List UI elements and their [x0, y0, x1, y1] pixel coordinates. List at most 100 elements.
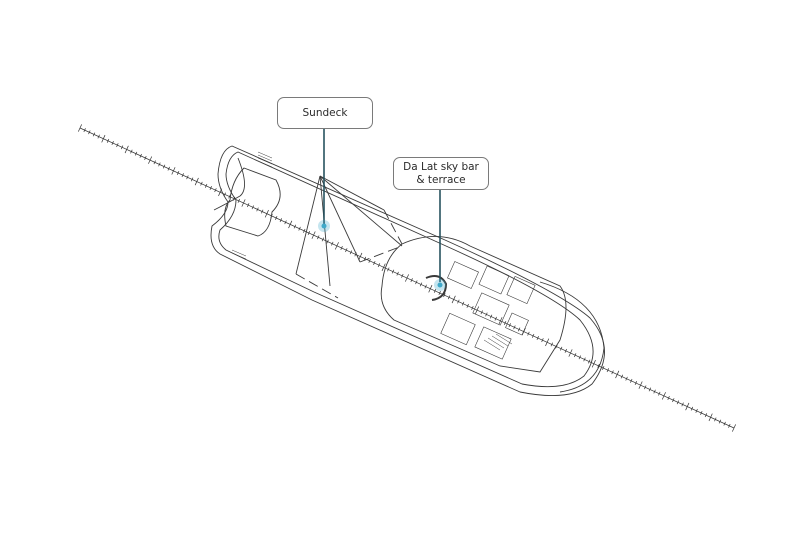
scale-tick: [396, 271, 399, 276]
scale-tick: [358, 252, 363, 261]
scale-tick: [373, 261, 376, 265]
scale-tick: [317, 235, 320, 240]
scale-tick: [391, 269, 395, 274]
scale-tick: [498, 317, 503, 325]
scale-tick: [634, 381, 638, 385]
scale-tick: [307, 231, 311, 235]
scale-tick: [508, 323, 511, 328]
scale-tick: [644, 385, 647, 390]
scale-tick: [672, 398, 675, 403]
scale-tick: [111, 141, 114, 145]
scale-tick: [653, 389, 656, 394]
scale-tick: [186, 175, 189, 180]
scale-tick: [428, 284, 433, 293]
scale-tick: [144, 156, 147, 160]
scale-tick: [648, 387, 652, 392]
scale-tick: [583, 357, 586, 362]
scale-tick: [288, 220, 293, 229]
scale-tick: [241, 199, 246, 207]
leader-lines: [323, 129, 441, 282]
scale-tick: [690, 406, 694, 411]
scale-tick: [120, 145, 124, 150]
scale-tick: [433, 288, 437, 293]
scale-tick: [630, 378, 633, 383]
scale-tick: [503, 321, 507, 325]
scale-tick: [480, 310, 483, 315]
scale-tick: [685, 402, 690, 411]
scale-tick: [527, 331, 530, 336]
scale-tick: [279, 218, 283, 223]
skybar-callout[interactable]: Da Lat sky bar & terrace: [393, 157, 489, 190]
scale-tick: [489, 314, 493, 319]
scale-tick: [167, 166, 170, 171]
scale-tick: [661, 392, 666, 400]
scale-tick: [349, 250, 353, 255]
scale-tick: [326, 239, 329, 244]
scale-tick: [88, 130, 91, 135]
scale-tick: [704, 413, 708, 418]
scale-tick: [531, 333, 535, 338]
sundeck-callout-label: Sundeck: [302, 106, 348, 119]
scale-tick: [560, 346, 563, 351]
scale-tick: [158, 162, 161, 167]
scale-tick: [171, 167, 176, 175]
scale-tick: [676, 400, 680, 405]
scale-tick: [134, 151, 138, 156]
scale-tick: [176, 171, 180, 175]
scale-tick: [334, 242, 339, 250]
scale-tick: [541, 338, 544, 343]
scale-tick: [564, 348, 567, 353]
scale-tick: [209, 186, 212, 190]
scale-tick: [204, 183, 208, 188]
skybar-callout-line2: & terrace: [416, 173, 466, 186]
scale-tick: [625, 376, 628, 381]
scale-tick: [700, 411, 703, 415]
skybar-marker: [437, 282, 443, 288]
scale-tick: [475, 306, 480, 314]
scale-tick: [321, 237, 325, 242]
scale-tick: [340, 246, 343, 250]
location-markers: [318, 220, 446, 291]
scale-tick: [284, 220, 287, 225]
scale-tick: [311, 231, 316, 239]
scale-tick: [256, 207, 259, 212]
sundeck-marker: [321, 223, 327, 229]
scale-tick: [214, 188, 217, 193]
scale-tick: [443, 293, 446, 298]
scale-tick: [591, 359, 596, 368]
scale-tick: [466, 303, 469, 308]
scale-tick: [130, 149, 133, 154]
scale-tick: [148, 156, 153, 164]
scale-tick: [517, 327, 521, 332]
centerline-scale: [78, 124, 736, 432]
ship-hull: [210, 145, 605, 397]
scale-tick: [200, 181, 203, 186]
scale-tick: [251, 205, 254, 210]
scale-tick: [264, 209, 269, 218]
scale-tick: [139, 153, 142, 158]
scale-tick: [261, 209, 264, 214]
scale-tick: [247, 203, 250, 208]
scale-tick: [714, 417, 717, 422]
scale-tick: [536, 336, 539, 340]
scale-tick: [298, 226, 301, 231]
scale-tick: [237, 198, 240, 203]
scale-tick: [190, 177, 194, 182]
scale-tick: [116, 143, 119, 148]
scale-tick: [415, 280, 418, 285]
scale-tick: [424, 284, 427, 289]
scale-tick: [513, 325, 516, 330]
scale-tick: [387, 267, 390, 272]
scale-tick: [638, 381, 643, 389]
scale-tick: [447, 295, 451, 300]
scale-tick: [331, 241, 334, 246]
scale-tick: [410, 278, 413, 283]
scale-tick: [732, 424, 736, 432]
sundeck-callout[interactable]: Sundeck: [277, 97, 373, 129]
scale-tick: [461, 301, 465, 306]
scale-tick: [578, 355, 581, 360]
scale-tick: [568, 349, 573, 357]
scale-tick: [708, 413, 713, 422]
scale-tick: [728, 423, 731, 428]
